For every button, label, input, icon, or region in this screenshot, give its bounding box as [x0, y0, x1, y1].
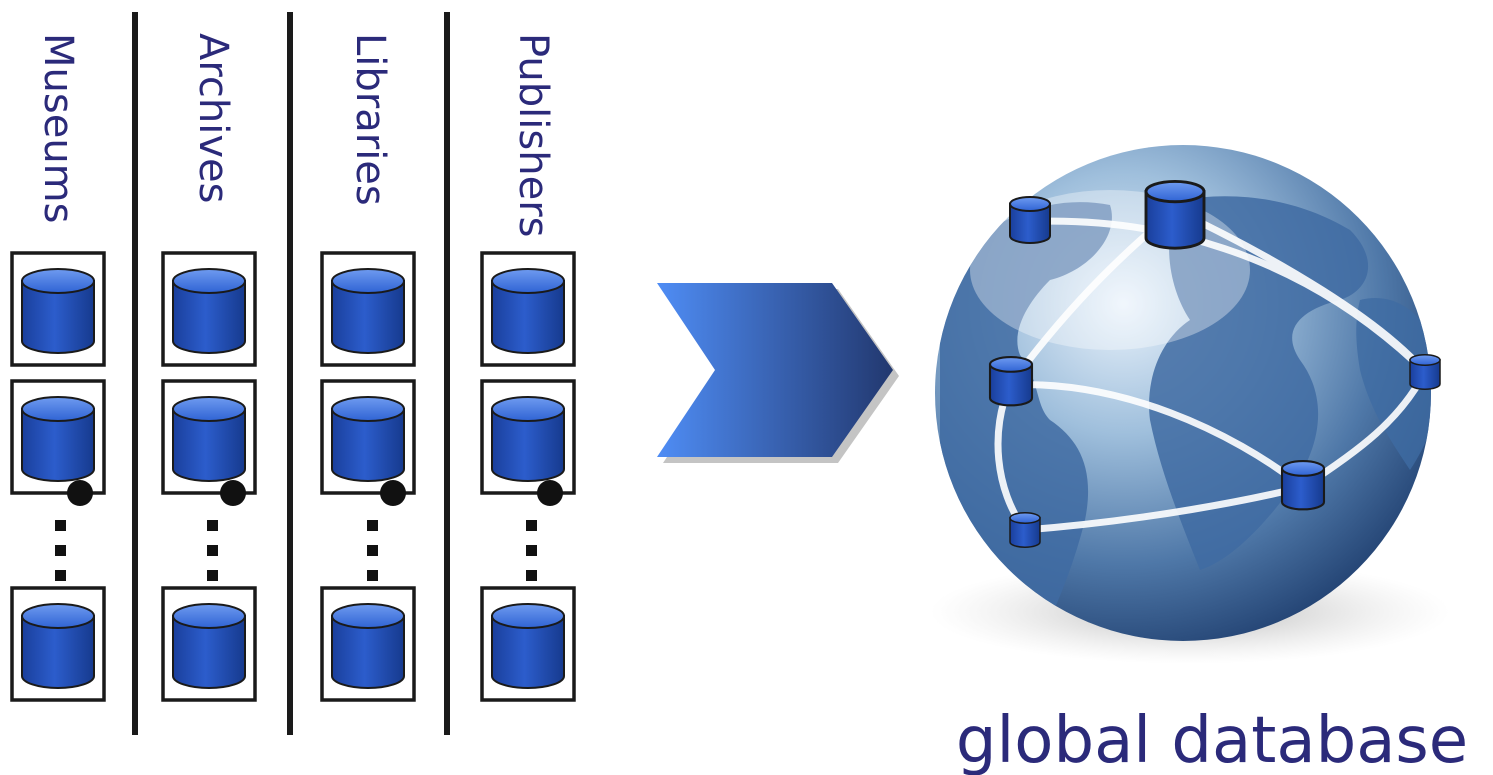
museums-column [10, 251, 106, 702]
archives-column [161, 251, 257, 702]
database-cylinder-icon [161, 586, 257, 702]
publishers-column [480, 251, 576, 702]
database-cylinder-icon [10, 251, 106, 367]
ellipsis-dot [207, 520, 218, 531]
database-cylinder-icon [480, 379, 576, 495]
ellipsis-dot [207, 570, 218, 581]
caption-global-database: global database [956, 704, 1468, 775]
ellipsis-dot [526, 520, 537, 531]
column-label-libraries: Libraries [347, 33, 393, 206]
chevron-arrow-icon [657, 283, 899, 463]
database-cylinder-icon [10, 379, 106, 495]
globe-network-icon [930, 145, 1450, 664]
ellipsis-dot [55, 545, 66, 556]
connector-dot [537, 480, 563, 506]
svg-text:Libraries: Libraries [347, 33, 393, 206]
database-cylinder-icon [480, 586, 576, 702]
database-node-icon [1009, 512, 1041, 548]
database-node-icon [988, 355, 1034, 407]
ellipsis-dot [367, 570, 378, 581]
ellipsis-dot [526, 545, 537, 556]
database-cylinder-icon [161, 251, 257, 367]
database-node-icon [1409, 354, 1441, 390]
database-cylinder-icon [320, 251, 416, 367]
database-cylinder-icon [320, 379, 416, 495]
svg-text:Museums: Museums [35, 33, 81, 223]
connector-dot [380, 480, 406, 506]
database-cylinder-icon [480, 251, 576, 367]
ellipsis-dot [55, 520, 66, 531]
libraries-column [320, 251, 416, 702]
svg-text:Archives: Archives [190, 33, 236, 204]
ellipsis-dot [526, 570, 537, 581]
database-cylinder-icon [10, 586, 106, 702]
database-cylinder-icon [161, 379, 257, 495]
ellipsis-dot [207, 545, 218, 556]
column-label-archives: Archives [190, 33, 236, 204]
database-node-icon [1009, 196, 1051, 244]
ellipsis-dot [367, 545, 378, 556]
svg-text:Publishers: Publishers [510, 33, 556, 237]
column-label-publishers: Publishers [510, 33, 556, 237]
ellipsis-dot [367, 520, 378, 531]
connector-dot [67, 480, 93, 506]
database-node-icon [1280, 459, 1326, 511]
connector-dot [220, 480, 246, 506]
column-label-museums: Museums [35, 33, 81, 223]
database-cylinder-icon [320, 586, 416, 702]
ellipsis-dot [55, 570, 66, 581]
database-node-icon [1144, 179, 1206, 250]
